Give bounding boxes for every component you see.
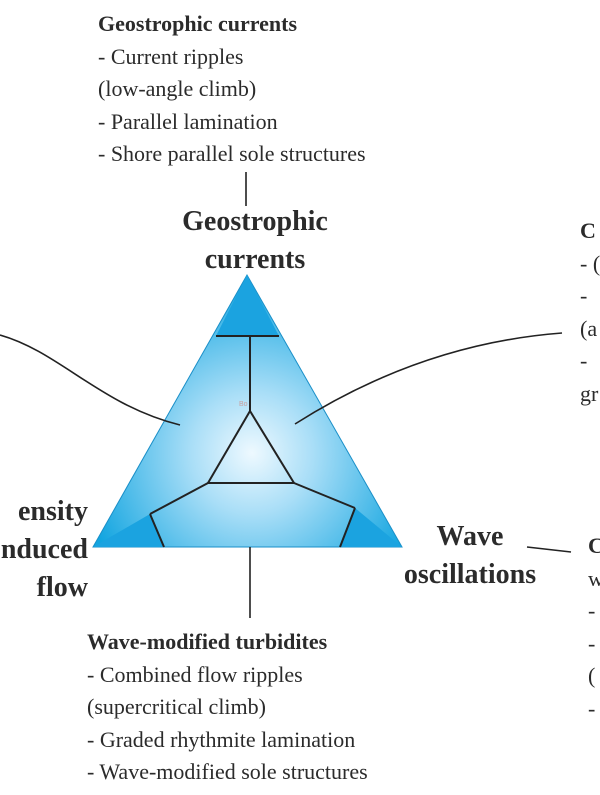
right-upper-description: C - ( - (a - gr (580, 215, 600, 410)
vertex-label-left: ensity nduced flow (1, 493, 88, 607)
bottom-description: Wave-modified turbidites - Combined flow… (87, 626, 368, 789)
right-lower-description-line: - (588, 695, 596, 721)
bottom-description-heading: Wave-modified turbidites (87, 629, 328, 654)
right-lower-description-line: ( (588, 663, 596, 688)
bottom-description-line: - Combined flow ripples (87, 661, 303, 687)
right-upper-description-heading: C (580, 218, 596, 243)
top-corner-field (216, 275, 279, 336)
top-description-line: - Parallel lamination (98, 108, 278, 134)
right-upper-description-line: - ( (580, 250, 600, 276)
top-description: Geostrophic currents - Current ripples (… (98, 8, 366, 171)
connector-lines (0, 172, 572, 618)
bottom-description-line: (supercritical climb) (87, 694, 266, 719)
right-upper-description-line: gr (580, 380, 599, 406)
vertex-label-left-line: flow (36, 572, 88, 603)
right-upper-description-line: - (580, 348, 588, 373)
vertex-label-top-line: currents (204, 244, 306, 275)
right-upper-description-line: - (580, 283, 588, 308)
internal-boundaries (149, 335, 356, 548)
top-description-heading: Geostrophic currents (98, 11, 297, 36)
right-lower-description-line: w (588, 565, 600, 591)
right-lower-description-line: - (588, 598, 596, 623)
right-corner-field (340, 508, 402, 547)
top-description-line: - Shore parallel sole structures (98, 141, 366, 166)
vertex-label-right-line: Wave (436, 521, 504, 552)
watermark-text: Bo (239, 401, 248, 408)
right-lower-description-heading: C (588, 533, 600, 558)
vertex-label-top-line: Geostrophic (182, 206, 328, 237)
top-description-line: - Current ripples (98, 43, 244, 69)
vertex-label-left-line: nduced (0, 534, 88, 565)
right-lower-description: C w - - ( - (588, 530, 600, 725)
right-upper-description-line: (a (580, 315, 598, 341)
right-lower-description-line: - (588, 630, 596, 656)
bottom-description-line: - Wave-modified sole structures (87, 759, 368, 784)
vertex-label-right: Wave oscillations (385, 518, 555, 594)
vertex-label-right-line: oscillations (403, 559, 537, 590)
vertex-label-top: Geostrophic currents (155, 203, 355, 279)
vertex-label-left-line: ensity (18, 496, 88, 527)
left-corner-field (93, 514, 164, 547)
ternary-triangle (92, 273, 403, 548)
bottom-description-line: - Graded rhythmite lamination (87, 726, 356, 752)
inner-triangle (206, 409, 296, 484)
top-description-line: (low-angle climb) (98, 76, 257, 101)
